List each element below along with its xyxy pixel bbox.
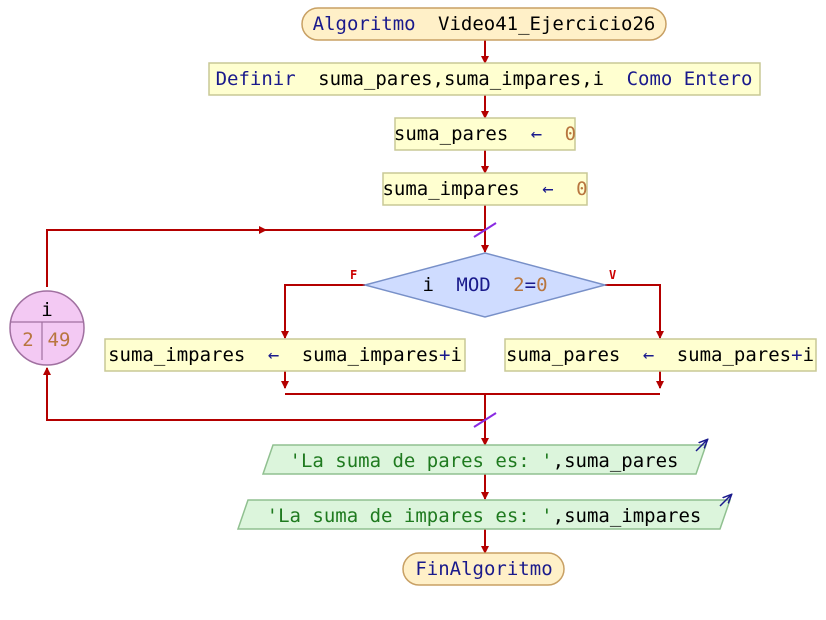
output1-arrow-icon xyxy=(695,440,707,452)
svg-text:'La suma de impares es: ',suma: 'La suma de impares es: ',suma_impares xyxy=(267,505,702,527)
end-label: FinAlgoritmo xyxy=(415,558,552,580)
branch-true-plus: + xyxy=(791,344,802,366)
branch-true-operand: i xyxy=(803,344,814,366)
connector-decision-true xyxy=(605,284,664,339)
decision-left: i xyxy=(422,274,433,296)
output2-var: suma_impares xyxy=(564,505,701,527)
false-label: F xyxy=(350,268,357,282)
decision-op: MOD xyxy=(456,274,490,296)
branch-true-node[interactable]: suma_pares ← suma_pares+i xyxy=(504,338,817,372)
branch-false-target: suma_impares xyxy=(108,344,245,366)
svg-text:suma_impares ← 0: suma_impares ← 0 xyxy=(382,178,587,200)
decision-num: 2 xyxy=(513,274,524,296)
connector-loop-bottom xyxy=(43,367,485,421)
loop-top-arrowhead xyxy=(259,226,267,234)
output1-text: 'La suma de pares es: ' xyxy=(290,450,553,472)
output-pares-node[interactable]: 'La suma de pares es: ',suma_pares xyxy=(261,444,708,475)
svg-text:suma_impares ← sum: suma_impares ← suma_impares+i xyxy=(108,344,462,366)
output2-arrow-icon xyxy=(719,495,731,507)
assign2-var: suma_impares xyxy=(382,178,519,200)
assign2-arrow: ← xyxy=(542,178,553,200)
algorithm-name: Video41_Ejercicio26 xyxy=(438,13,655,35)
output1-sep: , xyxy=(553,450,564,472)
assign1-value: 0 xyxy=(565,123,576,145)
svg-text:Algoritmo Video41_Ejerci: Algoritmo Video41_Ejercicio26 xyxy=(313,13,656,35)
true-label: V xyxy=(609,268,616,282)
start-node[interactable]: Algoritmo Video41_Ejercicio26 xyxy=(301,7,667,41)
output1-var: suma_pares xyxy=(564,450,678,472)
assign1-arrow: ← xyxy=(531,123,542,145)
svg-text:suma_pares ← suma_: suma_pares ← suma_pares+i xyxy=(506,344,814,366)
define-type: Como Entero xyxy=(627,68,753,90)
output-impares-node[interactable]: 'La suma de impares es: ',suma_impares xyxy=(236,499,732,530)
start-keyword: Algoritmo xyxy=(313,13,416,35)
loop-to: 49 xyxy=(48,329,71,351)
decision-node[interactable]: i MOD 2=0 xyxy=(362,252,608,318)
connector-decision-false xyxy=(281,284,365,339)
define-node[interactable]: Definir suma_pares,suma_impares,i Como E… xyxy=(208,62,761,96)
end-node[interactable]: FinAlgoritmo xyxy=(402,552,565,586)
branch-true-expr: suma_pares xyxy=(677,344,791,366)
assign2-value: 0 xyxy=(576,178,587,200)
loop-from: 2 xyxy=(22,329,33,351)
svg-text:i MOD 2=0: i MOD 2=0 xyxy=(422,274,547,296)
branch-true-arrow: ← xyxy=(643,344,654,366)
svg-text:suma_pares ← 0: suma_pares ← 0 xyxy=(394,123,576,145)
define-keyword: Definir xyxy=(216,68,296,90)
branch-true-target: suma_pares xyxy=(506,344,620,366)
assign-suma-pares-node[interactable]: suma_pares ← 0 xyxy=(394,117,576,151)
loop-node[interactable]: i 2 49 xyxy=(9,290,85,366)
branch-false-plus: + xyxy=(439,344,450,366)
loop-marker-bottom xyxy=(473,412,497,428)
assign-suma-impares-node[interactable]: suma_impares ← 0 xyxy=(382,172,588,206)
define-vars: suma_pares,suma_impares,i xyxy=(318,68,604,90)
decision-eq: = xyxy=(525,274,536,296)
flow-lines xyxy=(43,40,664,554)
branch-false-expr: suma_impares xyxy=(302,344,439,366)
svg-text:'La suma de pares es: ',suma_p: 'La suma de pares es: ',suma_pares xyxy=(290,450,679,472)
assign1-var: suma_pares xyxy=(394,123,508,145)
loop-var: i xyxy=(41,299,52,321)
output2-text: 'La suma de impares es: ' xyxy=(267,505,553,527)
branch-false-operand: i xyxy=(450,344,461,366)
loop-marker-top xyxy=(473,222,497,238)
svg-text:Definir suma_pares,suma_: Definir suma_pares,suma_impares,i Como E… xyxy=(216,68,753,90)
branch-false-node[interactable]: suma_impares ← suma_impares+i xyxy=(104,338,466,372)
output2-sep: , xyxy=(553,505,564,527)
connector-loop-top xyxy=(46,229,485,287)
branch-false-arrow: ← xyxy=(268,344,279,366)
decision-rhs: 0 xyxy=(536,274,547,296)
